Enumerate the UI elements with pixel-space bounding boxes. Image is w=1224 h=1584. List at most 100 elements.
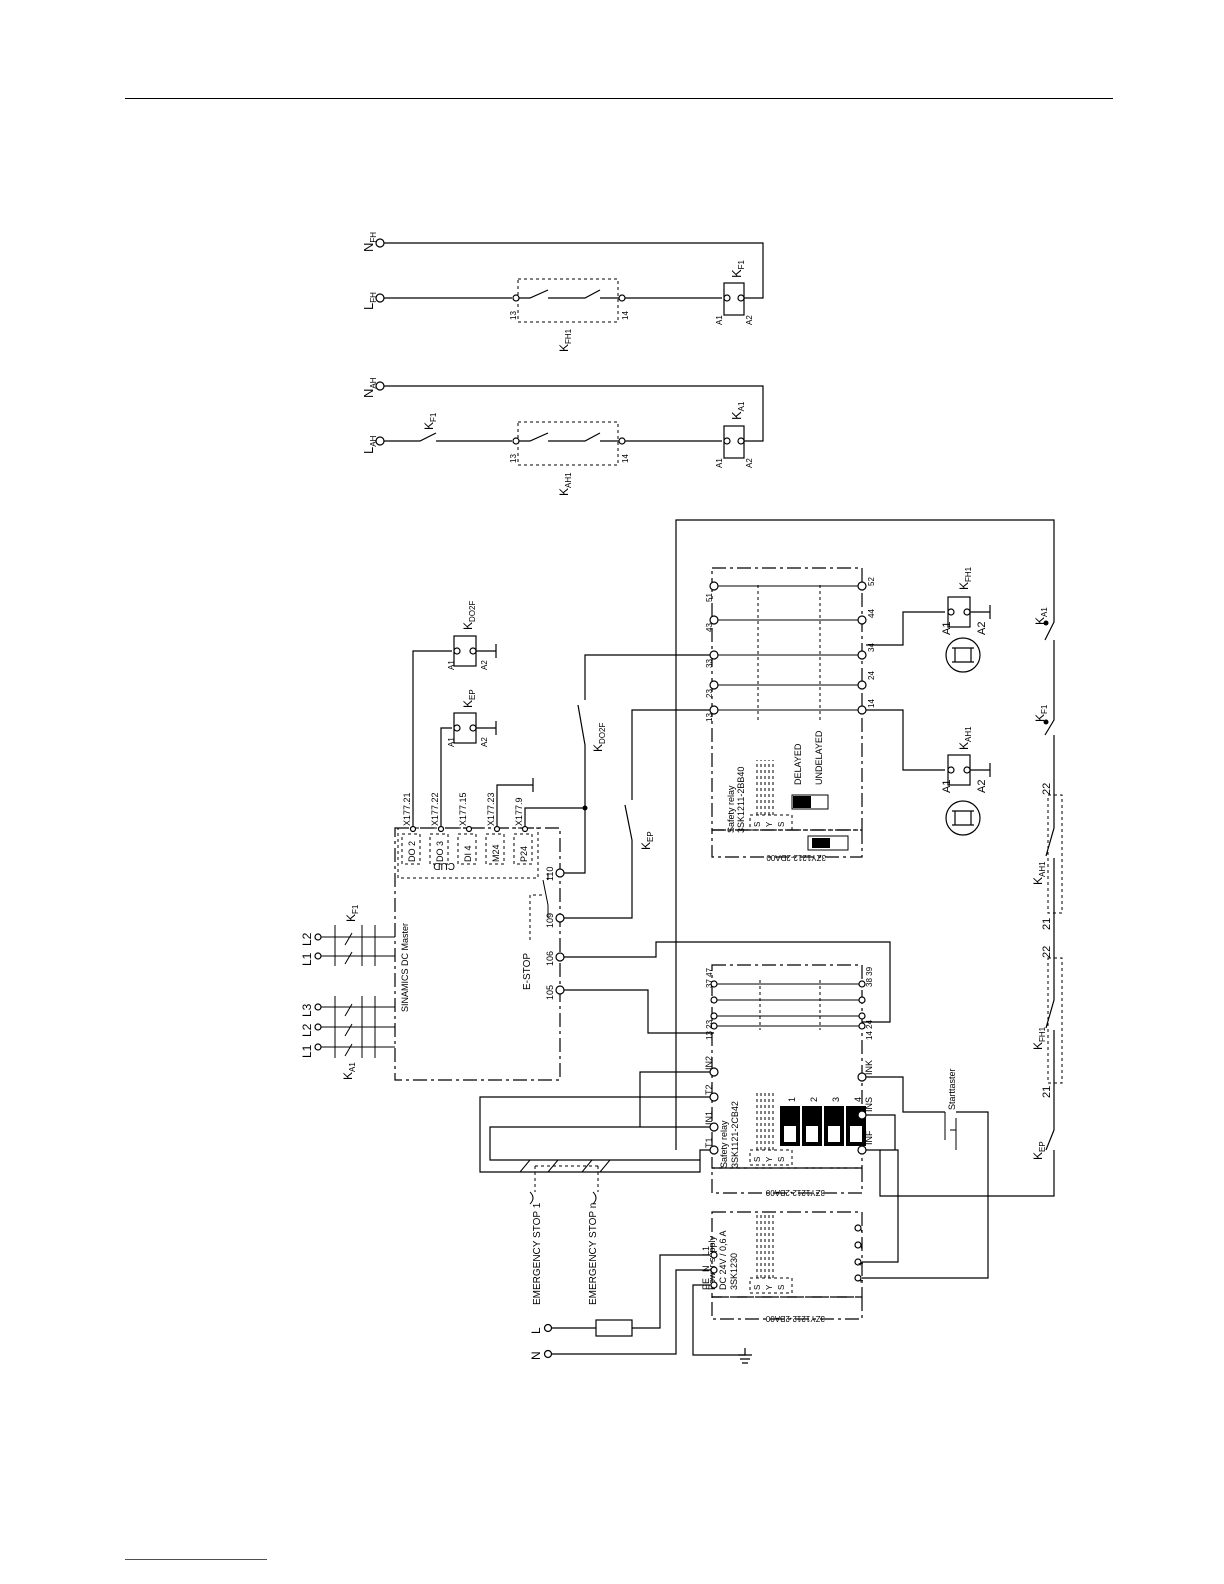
svg-text:X177.21: X177.21 <box>402 792 412 826</box>
svg-text:KDO2F: KDO2F <box>591 723 607 752</box>
svg-text:KF1: KF1 <box>344 904 360 922</box>
svg-text:KFH1: KFH1 <box>1031 1026 1047 1050</box>
svg-text:M24: M24 <box>491 844 501 862</box>
svg-text:Y: Y <box>765 1284 774 1290</box>
svg-text:13 23: 13 23 <box>705 1019 714 1040</box>
svg-text:T1: T1 <box>704 1137 714 1148</box>
svg-text:44: 44 <box>867 609 876 618</box>
footnote-rule <box>125 1559 267 1560</box>
svg-text:P24: P24 <box>519 846 529 862</box>
kep-coil-group: A1 A2 KEP <box>447 689 497 747</box>
svg-text:3SK1230: 3SK1230 <box>729 1253 739 1290</box>
svg-text:X177.15: X177.15 <box>458 792 468 826</box>
svg-text:-: - <box>856 1229 866 1232</box>
fuse <box>595 1319 633 1337</box>
svg-text:KAH1: KAH1 <box>957 726 973 750</box>
svg-text:S: S <box>777 822 786 827</box>
svg-text:37 47: 37 47 <box>705 967 714 988</box>
svg-text:KEP: KEP <box>1031 1141 1047 1160</box>
svg-text:A1: A1 <box>447 737 456 747</box>
wire-kdo2f <box>564 654 714 874</box>
svg-text:43: 43 <box>705 623 714 632</box>
svg-text:A2: A2 <box>745 315 754 325</box>
svg-text:Safety relay: Safety relay <box>726 785 736 833</box>
svg-text:13: 13 <box>705 713 714 722</box>
lfh-label: LFH <box>361 292 378 310</box>
svg-text:105: 105 <box>545 985 555 1000</box>
nah-label: NAH <box>361 377 378 398</box>
svg-text:X177.22: X177.22 <box>430 792 440 826</box>
svg-text:KFH1: KFH1 <box>957 566 973 590</box>
svg-text:106: 106 <box>545 951 555 966</box>
kf1-coil-label: KF1 <box>729 259 746 278</box>
dip-switches: 1 2 3 4 <box>780 1097 866 1146</box>
svg-text:3ZY1212-2BA00: 3ZY1212-2BA00 <box>765 1314 825 1323</box>
svg-text:S: S <box>753 822 762 827</box>
svg-text:L: L <box>529 1327 543 1334</box>
svg-text:KEP: KEP <box>461 689 477 708</box>
svg-text:+: + <box>856 1278 866 1283</box>
svg-text:S: S <box>753 1285 762 1290</box>
svg-text:S: S <box>753 1157 762 1162</box>
svg-text:110: 110 <box>545 867 555 881</box>
svg-text:Safety relay: Safety relay <box>719 1120 729 1168</box>
svg-text:DC 24V / 0,6 A: DC 24V / 0,6 A <box>718 1230 728 1290</box>
svg-text:38 39: 38 39 <box>865 966 874 987</box>
svg-text:4: 4 <box>853 1097 863 1102</box>
svg-text:+: + <box>856 1261 866 1266</box>
svg-text:T2: T2 <box>704 1084 714 1095</box>
svg-text:DI 4: DI 4 <box>463 845 473 862</box>
svg-text:22: 22 <box>1041 946 1053 958</box>
svg-text:A2: A2 <box>480 737 489 747</box>
svg-text:13: 13 <box>509 311 518 320</box>
cud-signals: DO 2 DO 3 DI 4 M24 P24 X177.21 X177.22 X… <box>401 792 533 865</box>
mains-group-b: L1 L2 KF1 <box>300 904 395 966</box>
circuit-fh: NFH LFH 13 14 KFH1 A1 A2 KF1 <box>361 232 764 352</box>
svg-text:14: 14 <box>621 311 630 320</box>
kfh1-contact-box <box>517 278 619 323</box>
nfh-label: NFH <box>361 232 378 252</box>
svg-text:109: 109 <box>545 913 555 928</box>
svg-text:Power supply: Power supply <box>707 1235 717 1290</box>
svg-text:A1: A1 <box>715 315 724 325</box>
svg-text:14: 14 <box>867 699 876 708</box>
svg-text:L2: L2 <box>300 932 314 946</box>
svg-text:A2: A2 <box>745 458 754 468</box>
svg-text:3SK1211-2BB40: 3SK1211-2BB40 <box>736 767 746 833</box>
svg-text:IN1: IN1 <box>704 1111 714 1125</box>
svg-text:INS: INS <box>864 1097 874 1112</box>
mains-feed: L N <box>529 1254 752 1364</box>
svg-text:22: 22 <box>1041 783 1053 795</box>
svg-text:KF1: KF1 <box>1033 704 1049 722</box>
relay-2bb40-contacts: 51 43 33 23 13 52 44 34 24 14 <box>705 577 876 722</box>
svg-text:PE: PE <box>701 1278 711 1290</box>
svg-text:X177.23: X177.23 <box>486 792 496 826</box>
kfh1-label: KFH1 <box>557 328 573 352</box>
wire-in1 <box>489 1126 710 1161</box>
svg-text:DELAYED: DELAYED <box>793 743 803 785</box>
svg-text:A1: A1 <box>941 780 953 793</box>
svg-text:3ZY1212-2BA00: 3ZY1212-2BA00 <box>765 1188 825 1197</box>
sinamics-block: SINAMICS DC Master L1 L2 L3 KA1 L1 L2 KF… <box>300 650 585 1081</box>
svg-text:CUD: CUD <box>433 860 455 871</box>
svg-text:INK: INK <box>864 1060 874 1075</box>
svg-text:A2: A2 <box>976 622 988 635</box>
svg-text:33: 33 <box>705 659 714 668</box>
svg-text:21: 21 <box>1041 918 1053 930</box>
svg-text:1: 1 <box>787 1097 797 1102</box>
svg-text:13: 13 <box>509 454 518 463</box>
relay-2cb42: Safety relay 3SK1121-2CB42 3ZY1212-2BA00… <box>704 964 874 1197</box>
svg-text:KA1: KA1 <box>1033 607 1049 625</box>
right-chain: KA1 KF1 22 21 KAH1 22 21 KFH1 KEP <box>1031 607 1063 1160</box>
svg-text:A1: A1 <box>941 622 953 635</box>
kah1-indicator: A1 A2 KAH1 <box>941 726 991 836</box>
svg-text:KDO2F: KDO2F <box>461 601 477 630</box>
svg-text:KA1: KA1 <box>341 1062 357 1080</box>
svg-text:A1: A1 <box>447 660 456 670</box>
power-supply: Power supply DC 24V / 0,6 A 3SK1230 3ZY1… <box>701 1149 899 1323</box>
svg-text:A2: A2 <box>480 660 489 670</box>
svg-text:14: 14 <box>621 454 630 463</box>
svg-text:A2: A2 <box>976 780 988 793</box>
